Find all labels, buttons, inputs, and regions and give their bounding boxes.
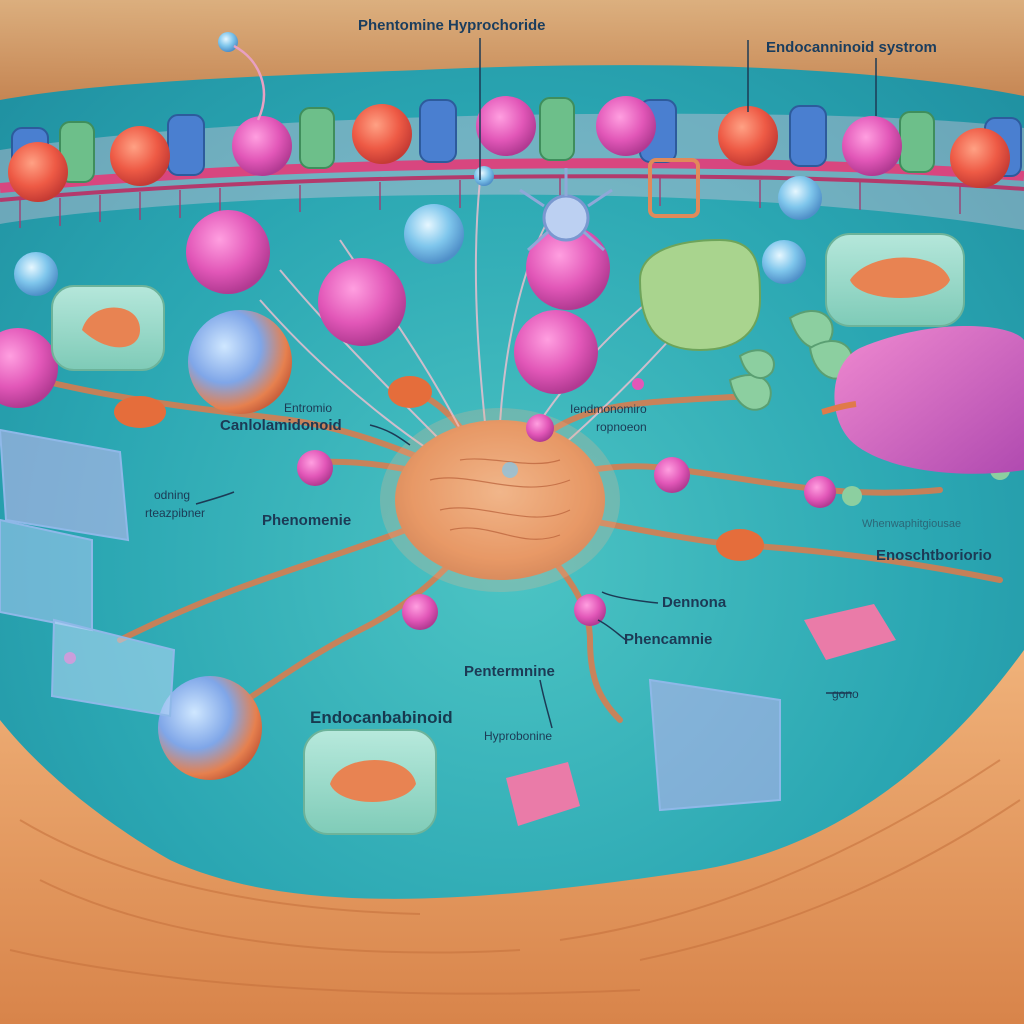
star-cell xyxy=(519,168,613,252)
label-ropnoeon: ropnoeon xyxy=(596,420,647,434)
label-endocanbabinoid: Endocanbabinoid xyxy=(310,708,453,727)
mitochondria xyxy=(51,233,965,835)
membrane xyxy=(0,96,1024,230)
leader-lines xyxy=(195,38,877,729)
pink-blocks xyxy=(506,604,896,826)
tissue-top xyxy=(0,0,1024,100)
label-phencamnie: Phencamnie xyxy=(624,631,713,648)
label-pentermnine: Pentermnine xyxy=(464,663,555,680)
label-endocanninoid-systrom: Endocanninoid systrom xyxy=(766,39,937,56)
probe-top xyxy=(218,32,266,121)
label-entromio: Entromio xyxy=(284,401,333,415)
label-phentomine-hyprochoride: Phentomine Hyprochoride xyxy=(358,17,546,34)
synaptic-bulbs xyxy=(114,376,764,630)
tissue-bottom xyxy=(0,650,1024,1024)
label-rteazpibner: rteazpibner xyxy=(145,506,206,520)
channel-block xyxy=(638,158,762,352)
label-phenomenie: Phenomenie xyxy=(262,512,352,529)
neuron-soma xyxy=(380,408,620,592)
label-odning: odning xyxy=(154,488,191,502)
label-canlolamidonoid: Canlolamidonoid xyxy=(220,417,342,434)
label-iendmonomiro: Iendmonomiro xyxy=(570,402,647,416)
label-dennona: Dennona xyxy=(662,594,727,611)
label-hyprobonine: Hyprobonine xyxy=(484,729,553,743)
crystal-blocks xyxy=(0,428,781,812)
organelle-right xyxy=(821,325,1024,474)
label-gono: gono xyxy=(832,687,859,701)
tissue-texture xyxy=(9,759,1021,995)
label-whenwaphitgiousae: Whenwaphitgiousae xyxy=(862,518,962,530)
label-enoschtboriorio: Enoschtboriorio xyxy=(876,547,992,564)
vesicles xyxy=(0,166,1010,780)
